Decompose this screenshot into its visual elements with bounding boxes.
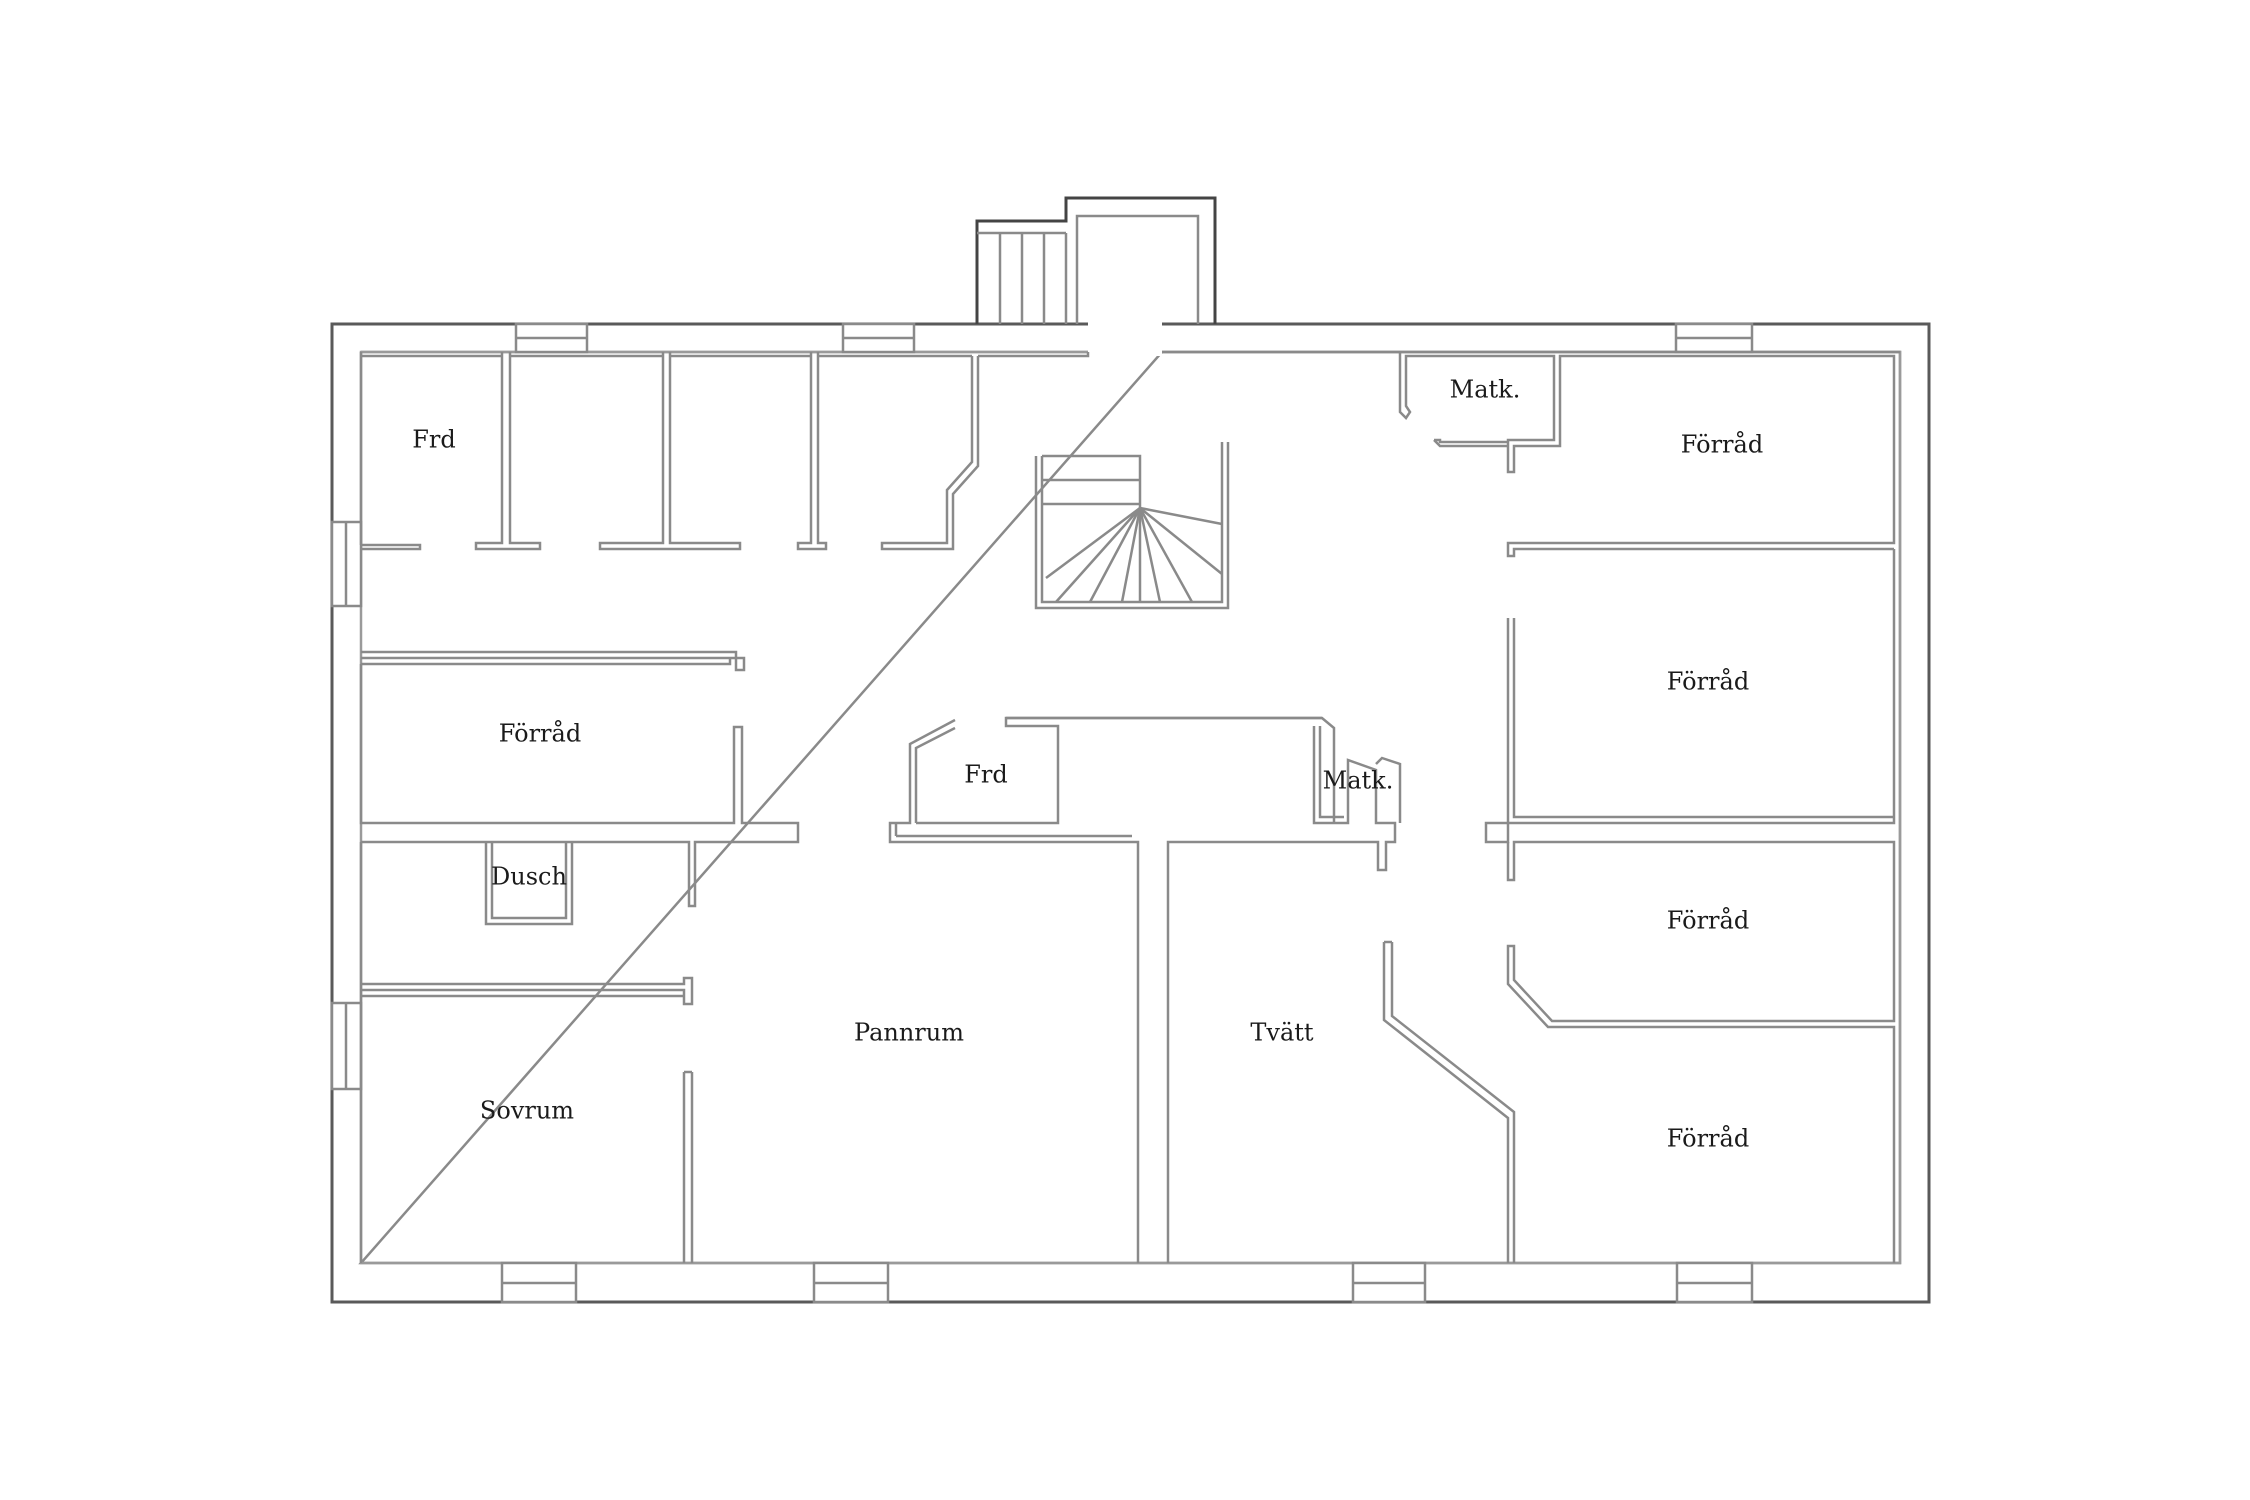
room-label-forrad: Förråd bbox=[1667, 667, 1749, 696]
top-right-walls bbox=[1162, 350, 1900, 558]
center-matk-walls bbox=[1166, 726, 1402, 1263]
lower-left-walls bbox=[359, 842, 694, 1263]
center-frd-walls bbox=[888, 716, 1336, 1263]
room-label-matk: Matk. bbox=[1323, 767, 1394, 795]
room-label-forrad: Förråd bbox=[1681, 430, 1763, 459]
room-label-sovrum: Sovrum bbox=[480, 1097, 574, 1125]
room-labels: Frd Matk. Förråd Förråd Förråd Frd Matk.… bbox=[412, 376, 1763, 1153]
room-label-tvatt: Tvätt bbox=[1250, 1019, 1314, 1047]
right-middle-walls bbox=[1506, 549, 1896, 825]
room-label-frd: Frd bbox=[964, 761, 1008, 789]
left-forrad-walls bbox=[359, 650, 800, 908]
room-label-pannrum: Pannrum bbox=[854, 1019, 964, 1047]
room-label-matk: Matk. bbox=[1450, 376, 1521, 404]
staircase bbox=[1034, 442, 1230, 610]
room-label-forrad: Förråd bbox=[499, 719, 581, 748]
lower-right-walls bbox=[1382, 821, 1896, 1263]
entrance-porch bbox=[975, 196, 1217, 356]
room-label-forrad: Förråd bbox=[1667, 1124, 1749, 1153]
room-label-frd: Frd bbox=[412, 426, 456, 454]
room-label-dusch: Dusch bbox=[491, 863, 567, 891]
windows bbox=[330, 322, 1754, 1304]
room-label-forrad: Förråd bbox=[1667, 906, 1749, 935]
top-left-storage-walls bbox=[359, 352, 1090, 551]
exterior-walls bbox=[330, 322, 1931, 1304]
